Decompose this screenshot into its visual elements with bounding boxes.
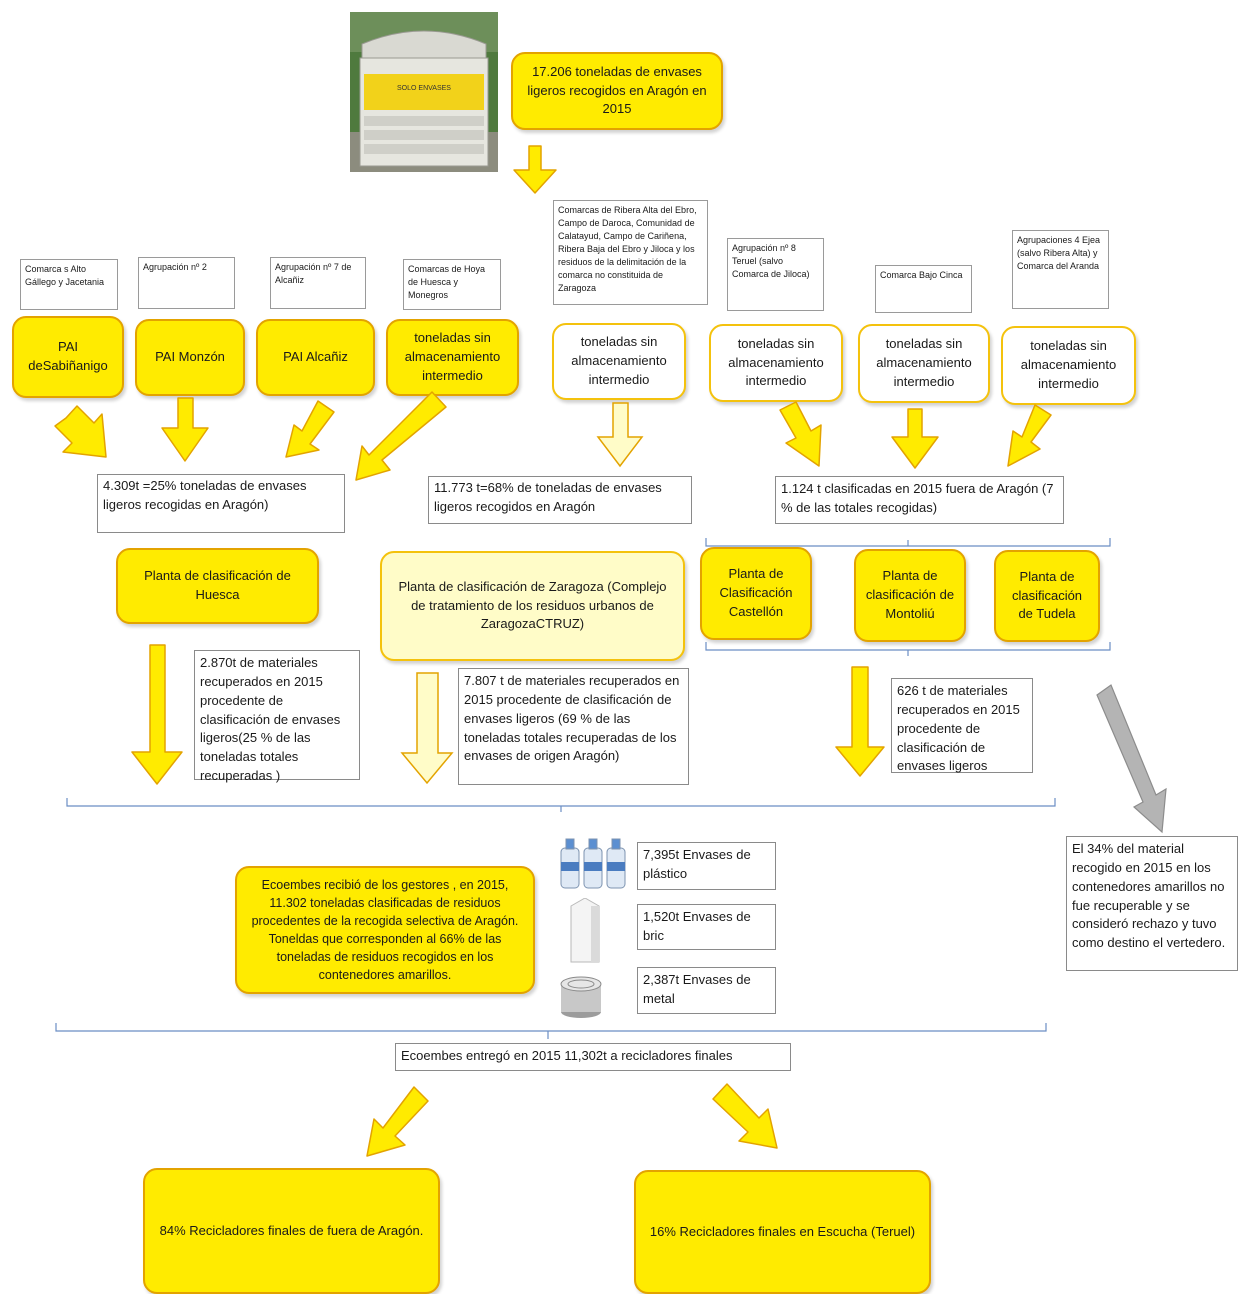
bracket-lines	[55, 538, 1111, 1039]
material-plastic: 7,395t Envases de plástico	[637, 842, 776, 890]
final-outside: 84% Recicladores finales de fuera de Ara…	[143, 1168, 440, 1294]
arrow-pale-group	[400, 402, 644, 785]
bracket-ecoembes	[55, 1023, 1047, 1039]
container-sign: SOLO ENVASES	[397, 85, 451, 92]
node-ribera: toneladas sin almacenamiento intermedio	[552, 323, 686, 400]
plant-castellon: Planta de Clasificación Castellón	[700, 547, 812, 640]
arrow-huesca-down	[131, 644, 183, 785]
node-pai-alcaniz: PAI Alcañiz	[256, 319, 375, 396]
recovered-huesca: 2.870t de materiales recuperados en 2015…	[194, 650, 360, 783]
ecoembes-received-box: Ecoembes recibió de los gestores , en 20…	[235, 866, 535, 994]
bracket-recovered	[66, 798, 1056, 812]
arrow-final-right	[712, 1083, 778, 1149]
bracket-outside-top	[705, 538, 1111, 547]
node-teruel: toneladas sin almacenamiento intermedio	[709, 324, 843, 402]
bracket-outside-bottom	[705, 642, 1111, 656]
node-bajo-cinca: toneladas sin almacenamiento intermedio	[858, 324, 990, 403]
material-bric: 1,520t Envases de bric	[637, 904, 776, 950]
arrow-teruel	[779, 401, 822, 467]
plant-tudela: Planta de clasificación de Tudela	[994, 550, 1100, 642]
total-outside: 1.124 t clasificadas en 2015 fuera de Ar…	[775, 476, 1064, 524]
arrow-bajo-cinca	[891, 408, 939, 469]
ecoembes-delivered: Ecoembes entregó en 2015 11,302t a recic…	[395, 1043, 791, 1071]
material-metal: 2,387t Envases de metal	[637, 967, 776, 1014]
arrow-hoya	[355, 391, 447, 481]
final-escucha: 16% Recicladores finales en Escucha (Ter…	[634, 1170, 931, 1294]
plant-montoliu: Planta de clasificación de Montoliú	[854, 549, 966, 642]
node-hoya-huesca: toneladas sin almacenamiento intermedio	[386, 319, 519, 396]
metal-can-icon	[556, 970, 606, 1020]
arrow-alcaniz	[285, 400, 335, 458]
total-collected-text: 17.206 toneladas de envases ligeros reco…	[527, 63, 707, 117]
source-label-2: Agrupación nº 2	[138, 257, 235, 309]
source-label-3: Agrupación nº 7 de Alcañiz	[270, 257, 366, 309]
source-label-4: Comarcas de Hoya de Huesca y Monegros	[403, 259, 501, 310]
arrow-ejea	[1007, 404, 1052, 467]
arrow-rejected	[1096, 684, 1167, 834]
rejected-note: El 34% del material recogido en 2015 en …	[1066, 836, 1238, 971]
bric-carton-icon	[565, 897, 605, 964]
source-label-7: Comarca Bajo Cinca	[875, 265, 972, 313]
node-ejea: toneladas sin almacenamiento intermedio	[1001, 326, 1136, 405]
arrow-monzon	[161, 397, 209, 462]
arrow-solid-group	[54, 145, 1052, 1157]
total-huesca: 4.309t =25% toneladas de envases ligeros…	[97, 474, 345, 533]
plastic-bottles-icon	[555, 836, 631, 890]
node-pai-monzon: PAI Monzón	[135, 319, 245, 396]
source-label-5: Comarcas de Ribera Alta del Ebro, Campo …	[553, 200, 708, 305]
arrow-final-left	[366, 1086, 429, 1157]
arrow-top-down	[513, 145, 557, 194]
recovered-outside: 626 t de materiales recuperados en 2015 …	[891, 678, 1033, 773]
plant-huesca: Planta de clasificación de Huesca	[116, 548, 319, 624]
total-collected-box: 17.206 toneladas de envases ligeros reco…	[511, 52, 723, 130]
arrow-sabinanigo	[54, 405, 107, 458]
source-label-8: Agrupaciones 4 Ejea (salvo Ribera Alta) …	[1012, 230, 1109, 309]
source-label-6: Agrupación nº 8 Teruel (salvo Comarca de…	[727, 238, 824, 311]
arrow-outside-down	[835, 666, 885, 777]
arrow-ribera	[596, 402, 644, 468]
arrow-zaragoza-down	[400, 672, 454, 785]
plant-zaragoza: Planta de clasificación de Zaragoza (Com…	[380, 551, 685, 661]
recycling-container-photo: SOLO ENVASES	[350, 12, 498, 172]
recovered-zaragoza: 7.807 t de materiales recuperados en 201…	[458, 668, 689, 785]
total-zaragoza: 11.773 t=68% de toneladas de envases lig…	[428, 476, 692, 524]
source-label-1: Comarca s Alto Gállego y Jacetania	[20, 259, 118, 310]
node-pai-sabinanigo: PAI deSabiñanigo	[12, 316, 124, 398]
